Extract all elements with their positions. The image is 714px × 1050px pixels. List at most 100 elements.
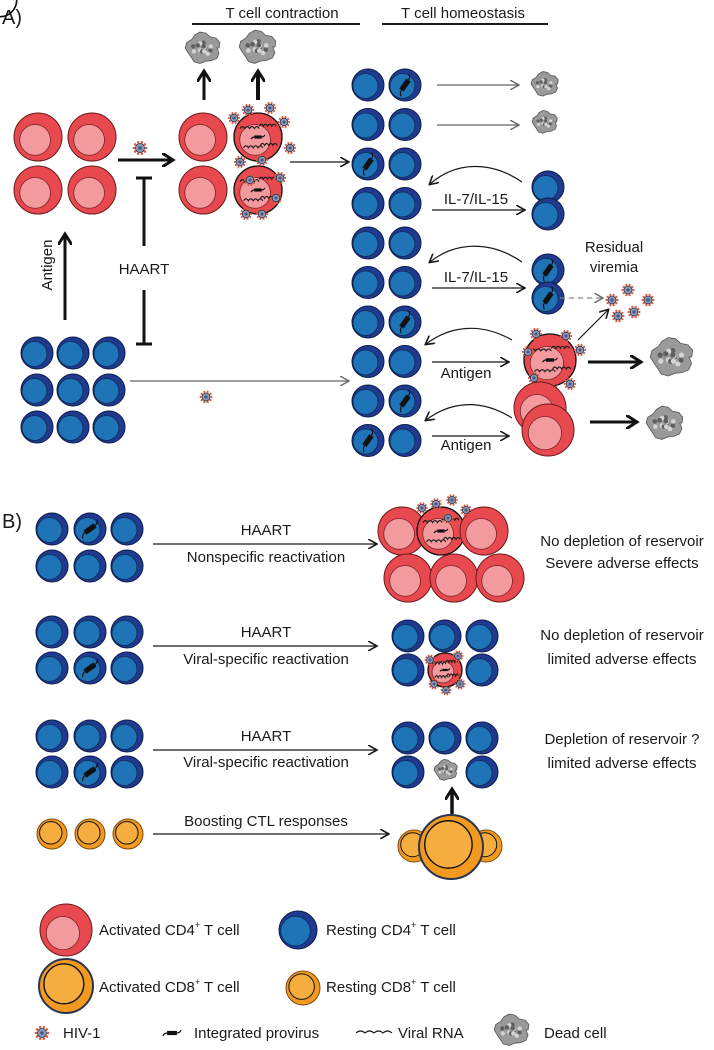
resting-cd4-cell (56, 373, 90, 407)
resting-cd4-cell (73, 615, 107, 649)
row3-outcome-1: Depletion of reservoir ? (544, 731, 699, 748)
resting-cd4-cell (56, 336, 90, 370)
resting-cd4-cell (388, 108, 422, 141)
legend-activated-cd4-swatch (39, 903, 93, 957)
resting-cd4-cell (110, 651, 144, 685)
ctl-label: Boosting CTL responses (184, 813, 348, 830)
activated-cd4-cell (377, 506, 427, 556)
row1-top-label: HAART (241, 522, 292, 539)
activated-cd4-cell (67, 112, 117, 162)
row1-bottom-label: Nonspecific reactivation (187, 549, 345, 566)
provirus-mark (81, 658, 99, 678)
resting-cd4-cell (56, 410, 90, 444)
resting-cd4-cell (351, 266, 385, 299)
hiv-virion (283, 142, 297, 154)
resting-cd4-cell (388, 384, 422, 418)
resting-cd4-cell (388, 187, 422, 220)
legend (34, 903, 530, 1046)
panel-a-cells (13, 29, 694, 457)
legend-provirus: Integrated provirus (194, 1025, 319, 1042)
resting-cd4-cell (110, 512, 144, 546)
provirus-mark (399, 310, 411, 334)
viral-rna (434, 675, 449, 680)
legend-provirus-icon (162, 1029, 182, 1037)
resting-cd4-cell (351, 147, 385, 181)
viral-rna (550, 345, 570, 350)
hiv-virion (452, 650, 464, 662)
resting-cd4-cell (531, 281, 565, 315)
infected-activated-cd4-cell (416, 506, 466, 556)
hiv-virion (605, 293, 619, 307)
row3-top-label: HAART (241, 728, 292, 745)
resting-cd8-cell (36, 818, 68, 850)
hiv-virion (199, 390, 213, 404)
resting-cd4-cell (351, 108, 385, 141)
activated-cd4-cell (429, 553, 479, 603)
hiv-virion (277, 116, 291, 128)
hiv-virion (563, 378, 577, 390)
resting-cd4-cell (388, 424, 422, 457)
resting-cd4-cell (428, 721, 462, 755)
row2-outcome-2: limited adverse effects (548, 651, 697, 668)
legend-rna: Viral RNA (398, 1025, 464, 1042)
viral-rna (243, 145, 264, 149)
viral-rna (445, 659, 459, 664)
activated-cd8-cell (418, 814, 484, 880)
resting-cd4-cell (35, 719, 69, 753)
resting-cd4-cell (351, 187, 385, 220)
activated-cd4-cell (13, 165, 63, 215)
resting-cd8-cell (112, 818, 144, 850)
hiv-virion (573, 344, 587, 356)
hiv-virion (611, 309, 625, 323)
viral-rna (239, 126, 260, 130)
legend-resting-cd4-swatch (278, 910, 318, 950)
activated-cd4-cell (13, 112, 63, 162)
antigen-label-1: Antigen (441, 365, 492, 382)
viral-rna (426, 539, 447, 543)
cytokine-label-1: IL-7/IL-15 (444, 191, 508, 208)
row2-bottom-label: Viral-specific reactivation (183, 651, 349, 668)
panel-b-label: B) (2, 511, 22, 533)
activated-cd4-cell (475, 553, 525, 603)
hiv-virion (263, 102, 277, 114)
header-contraction: T cell contraction (225, 5, 338, 22)
activated-cd4-cell (178, 165, 228, 215)
activated-cd4-cell (459, 506, 509, 556)
viral-rna (243, 198, 264, 202)
viral-rna (446, 673, 460, 678)
resting-cd4-cell (391, 721, 425, 755)
hiv-virion (255, 208, 269, 220)
resting-cd4-cell (428, 619, 462, 653)
hiv-virion (521, 346, 535, 358)
row3-bottom-label: Viral-specific reactivation (183, 754, 349, 771)
legend-dead: Dead cell (544, 1025, 607, 1042)
resting-cd4-cell (20, 373, 54, 407)
viral-rna (530, 348, 552, 352)
resting-cd4-cell (20, 336, 54, 370)
hiv-virion (424, 654, 436, 666)
dead-cell (531, 110, 558, 134)
infected-activated-cd4-cell (523, 333, 577, 387)
infected-activated-cd4-cell (233, 165, 283, 215)
hiv-virion (269, 192, 283, 204)
resting-cd4-cell (110, 615, 144, 649)
resting-cd4-cell (92, 373, 126, 407)
resting-cd4-cell (391, 653, 425, 687)
activated-cd4-cell (521, 403, 575, 457)
hiv-virion (442, 512, 454, 524)
resting-cd4-cell (0, 0, 107, 685)
hiv-virion (227, 112, 241, 124)
legend-hiv: HIV-1 (63, 1025, 101, 1042)
legend-hiv-icon (34, 1025, 50, 1041)
resting-cd4-cell (388, 226, 422, 260)
resting-cd4-cell (35, 615, 69, 649)
resting-cd4-cell (388, 147, 422, 181)
legend-activated-cd8-swatch (38, 958, 94, 1014)
resting-cd4-cell (465, 619, 499, 653)
resting-cd4-cell (351, 226, 385, 260)
viral-rna (422, 520, 443, 524)
hiv-virion (255, 154, 269, 166)
legend-resting-cd8: Resting CD8+ T cell (326, 977, 456, 996)
activated-cd4-cell (67, 165, 117, 215)
